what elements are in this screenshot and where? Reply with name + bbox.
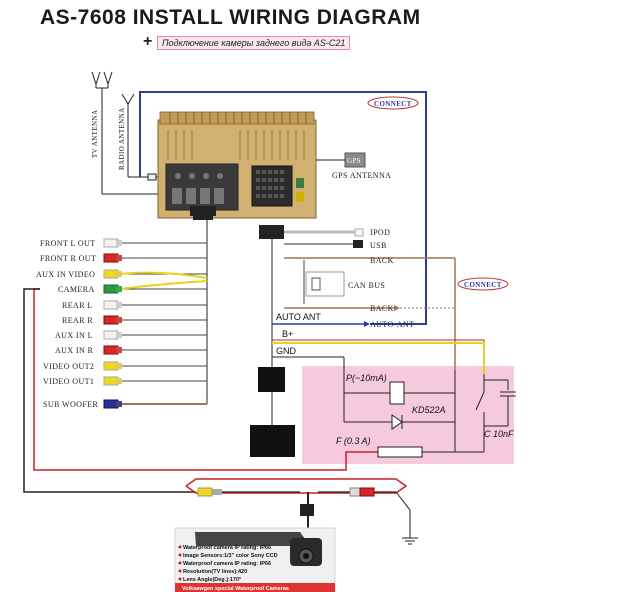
radio-antenna-label: RADIO ANTENNA <box>118 107 126 170</box>
rca-video-out2 <box>103 361 122 371</box>
gps-box-label: GPS <box>347 157 361 165</box>
label-auto-ant-right: AUTO-ANT <box>370 320 414 329</box>
subtitle-note: Подключение камеры заднего вида AS-C21 <box>157 36 351 50</box>
rca-rear-l <box>103 300 122 310</box>
label-back-1: BACK <box>370 256 394 265</box>
label-front-r-out: FRONT R OUT <box>40 254 96 263</box>
label-capacitor: C 10nF <box>484 429 514 439</box>
label-ipod: IPOD <box>370 228 390 237</box>
connect-wire-blue <box>139 91 427 325</box>
camera-product-image <box>174 527 336 591</box>
spec-line-1: Waterproof camera IP rating: IP66 <box>183 545 271 551</box>
label-rear-r: REAR R <box>62 316 93 325</box>
ipod-connector <box>354 228 364 237</box>
rca-front-r <box>103 253 122 263</box>
label-aux-in-r: AUX IN R <box>55 346 94 355</box>
connect-badge-right <box>457 277 509 291</box>
ground-icon <box>402 537 418 545</box>
label-gnd: GND <box>276 346 297 356</box>
rca-rear-r <box>103 315 122 325</box>
power-block-large <box>250 425 295 457</box>
rca-aux-in-r <box>103 345 122 355</box>
label-back-2: BACK <box>370 304 394 313</box>
diode <box>391 414 403 430</box>
label-canbus: CAN BUS <box>348 281 385 290</box>
fuse <box>377 446 484 458</box>
label-usb: USB <box>370 241 387 250</box>
label-camera: CAMERA <box>58 285 95 294</box>
power-block-small <box>258 367 285 392</box>
rca-front-l <box>103 238 122 248</box>
label-fuse: F (0.3 A) <box>336 436 371 446</box>
rca-sub-woofer <box>103 399 122 409</box>
camera-harness <box>185 478 411 538</box>
spec-line-4: Resolution(TV lines):420 <box>183 569 247 575</box>
head-unit <box>157 111 317 219</box>
tv-antenna-label: TV ANTENNA <box>91 110 99 158</box>
relay-switch <box>475 374 516 452</box>
label-rear-l: REAR L <box>62 301 93 310</box>
camera-caption-bar <box>175 583 335 592</box>
camera-video-wire <box>23 288 196 493</box>
label-front-l-out: FRONT L OUT <box>40 239 96 248</box>
connect-top-label: CONNECT <box>374 100 412 108</box>
page-title: AS-7608 INSTALL WIRING DIAGRAM <box>40 6 421 29</box>
label-video-out2: VIDEO OUT2 <box>43 362 94 371</box>
label-b-plus: B+ <box>282 329 293 339</box>
plus-icon: + <box>143 33 153 50</box>
camera-caption: Volksawgen special Waterproof Cameras <box>182 586 289 592</box>
acc-wire-yellow <box>272 342 485 374</box>
rca-aux-video <box>103 269 122 279</box>
relay-coil <box>343 370 456 452</box>
label-relay: P(~10mA) <box>346 373 387 383</box>
connect-right-label: CONNECT <box>464 281 502 289</box>
label-video-out1: VIDEO OUT1 <box>43 377 94 386</box>
tv-antenna-icon <box>91 71 165 195</box>
spec-line-3: Waterproof camera IP rating: IP66 <box>183 561 271 567</box>
rca-video-out1 <box>103 376 122 386</box>
usb-connector <box>353 240 363 248</box>
rca-aux-in-l <box>103 330 122 340</box>
label-sub-woofer: SUB WOOFER <box>43 400 98 409</box>
spec-line-2: Image Sensors:1/3" color Sony CCD <box>183 553 278 559</box>
label-auto-ant: AUTO ANT <box>276 312 321 322</box>
label-diode: KD522A <box>412 405 446 415</box>
connect-badge-top <box>367 96 419 110</box>
rca-camera <box>103 284 122 294</box>
spec-line-5: Lens Angle(Deg.):170° <box>183 577 241 583</box>
label-aux-in-l: AUX IN L <box>55 331 93 340</box>
gps-antenna-label: GPS ANTENNA <box>332 171 391 180</box>
label-aux-in-video: AUX IN VIDEO <box>36 270 95 279</box>
